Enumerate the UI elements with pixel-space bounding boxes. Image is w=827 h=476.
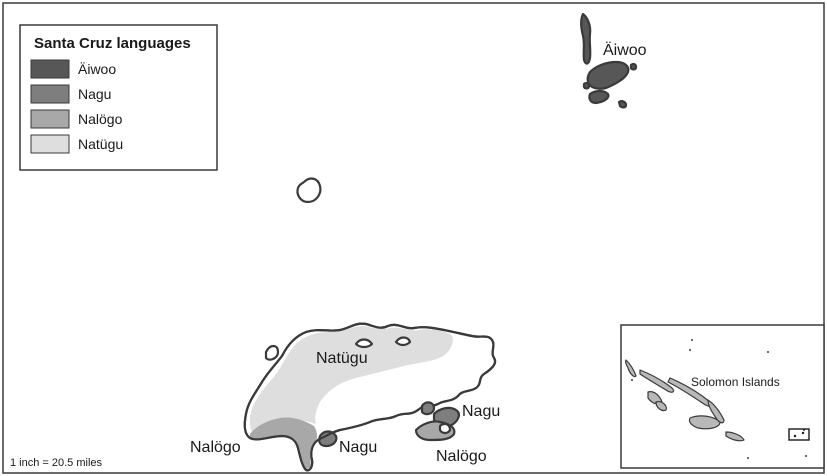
inset-study-area-box <box>788 428 810 441</box>
nagu-east-islet <box>420 401 436 416</box>
legend-item-aiwoo: Äiwoo <box>30 59 116 79</box>
legend-label-nagu: Nagu <box>78 86 111 102</box>
inset-islet-1 <box>691 339 693 341</box>
label-nagu-east: Nagu <box>462 403 500 420</box>
inset-islet-5 <box>805 455 807 457</box>
label-nalogo-west: Nalögo <box>190 439 241 456</box>
legend: Santa Cruz languages Äiwoo Nagu Nalögo N… <box>19 24 218 171</box>
inset-map: Solomon Islands <box>620 324 825 469</box>
nendo-islet-west <box>264 344 280 361</box>
reef-islet-small-3 <box>582 81 591 90</box>
reef-island-north <box>580 12 592 65</box>
label-natugu: Natügu <box>316 350 368 367</box>
inset-island-guadalcanal <box>688 415 721 430</box>
inset-islet-2 <box>689 349 691 351</box>
inset-island-bougainville <box>625 359 637 378</box>
inset-study-area-dot-2 <box>801 431 805 435</box>
inset-islet-7 <box>631 379 633 381</box>
label-aiwoo: Äiwoo <box>603 41 647 59</box>
inset-island-newgeorgia-2 <box>655 401 667 412</box>
inset-island-choiseul <box>639 369 675 393</box>
inset-label: Solomon Islands <box>691 375 780 389</box>
reef-island-south <box>588 89 610 105</box>
legend-swatch-nagu <box>30 84 70 104</box>
legend-label-aiwoo: Äiwoo <box>78 61 116 77</box>
nalogo-west-region <box>250 417 317 469</box>
inset-islet-6 <box>747 457 749 459</box>
legend-label-natugu: Natügu <box>78 136 123 152</box>
natugu-region <box>249 326 453 432</box>
legend-swatch-natugu <box>30 134 70 154</box>
nendo-inlet-1 <box>354 338 374 349</box>
inset-island-malaita <box>707 399 725 424</box>
legend-swatch-nalogo <box>30 109 70 129</box>
legend-label-nalogo: Nalögo <box>78 111 123 127</box>
nendo-coastline <box>243 322 497 472</box>
legend-swatch-aiwoo <box>30 59 70 79</box>
reef-island-main <box>586 60 630 90</box>
legend-title: Santa Cruz languages <box>34 35 191 52</box>
legend-item-nagu: Nagu <box>30 84 111 104</box>
inset-study-area-dot-1 <box>793 434 797 438</box>
inset-islet-3 <box>767 351 769 353</box>
inset-island-makira <box>725 431 745 442</box>
reef-islet-small-2 <box>629 62 638 71</box>
nagu-center-region <box>318 430 338 448</box>
scale-text: 1 inch = 20.5 miles <box>10 457 103 469</box>
reef-islands <box>580 12 638 109</box>
nendo-inlet-2 <box>394 336 412 347</box>
label-nagu-center: Nagu <box>339 439 377 456</box>
nendo-island <box>243 322 497 472</box>
reef-islet-small-1 <box>617 100 628 109</box>
east-islet-white <box>438 422 452 435</box>
tinakula-island <box>296 177 322 204</box>
legend-item-nalogo: Nalögo <box>30 109 123 129</box>
label-nalogo-east: Nalögo <box>436 448 487 465</box>
legend-item-natugu: Natügu <box>30 134 123 154</box>
